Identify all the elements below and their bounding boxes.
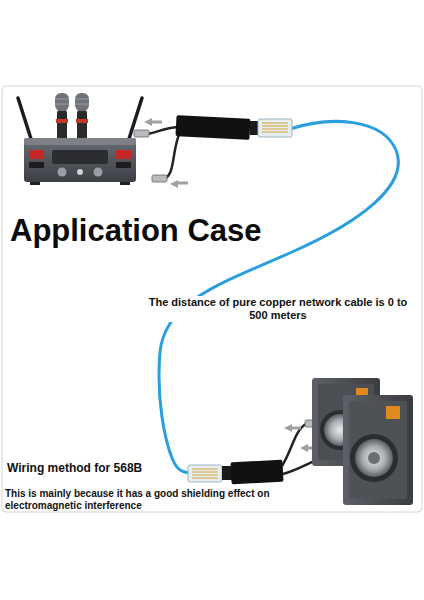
- shielding-note: This is mainly because it has a good shi…: [5, 488, 290, 512]
- frame: [2, 86, 422, 512]
- rj45-plug: [188, 465, 222, 482]
- wiring-note: Wiring method for 568B: [5, 461, 144, 475]
- rj45-plug: [258, 119, 292, 137]
- wireless-receiver: [18, 93, 142, 185]
- cable-note: The distance of pure copper network cabl…: [140, 296, 416, 322]
- heading: Application Case: [10, 214, 262, 248]
- audio-adapter: [134, 115, 260, 188]
- speaker: [343, 395, 413, 505]
